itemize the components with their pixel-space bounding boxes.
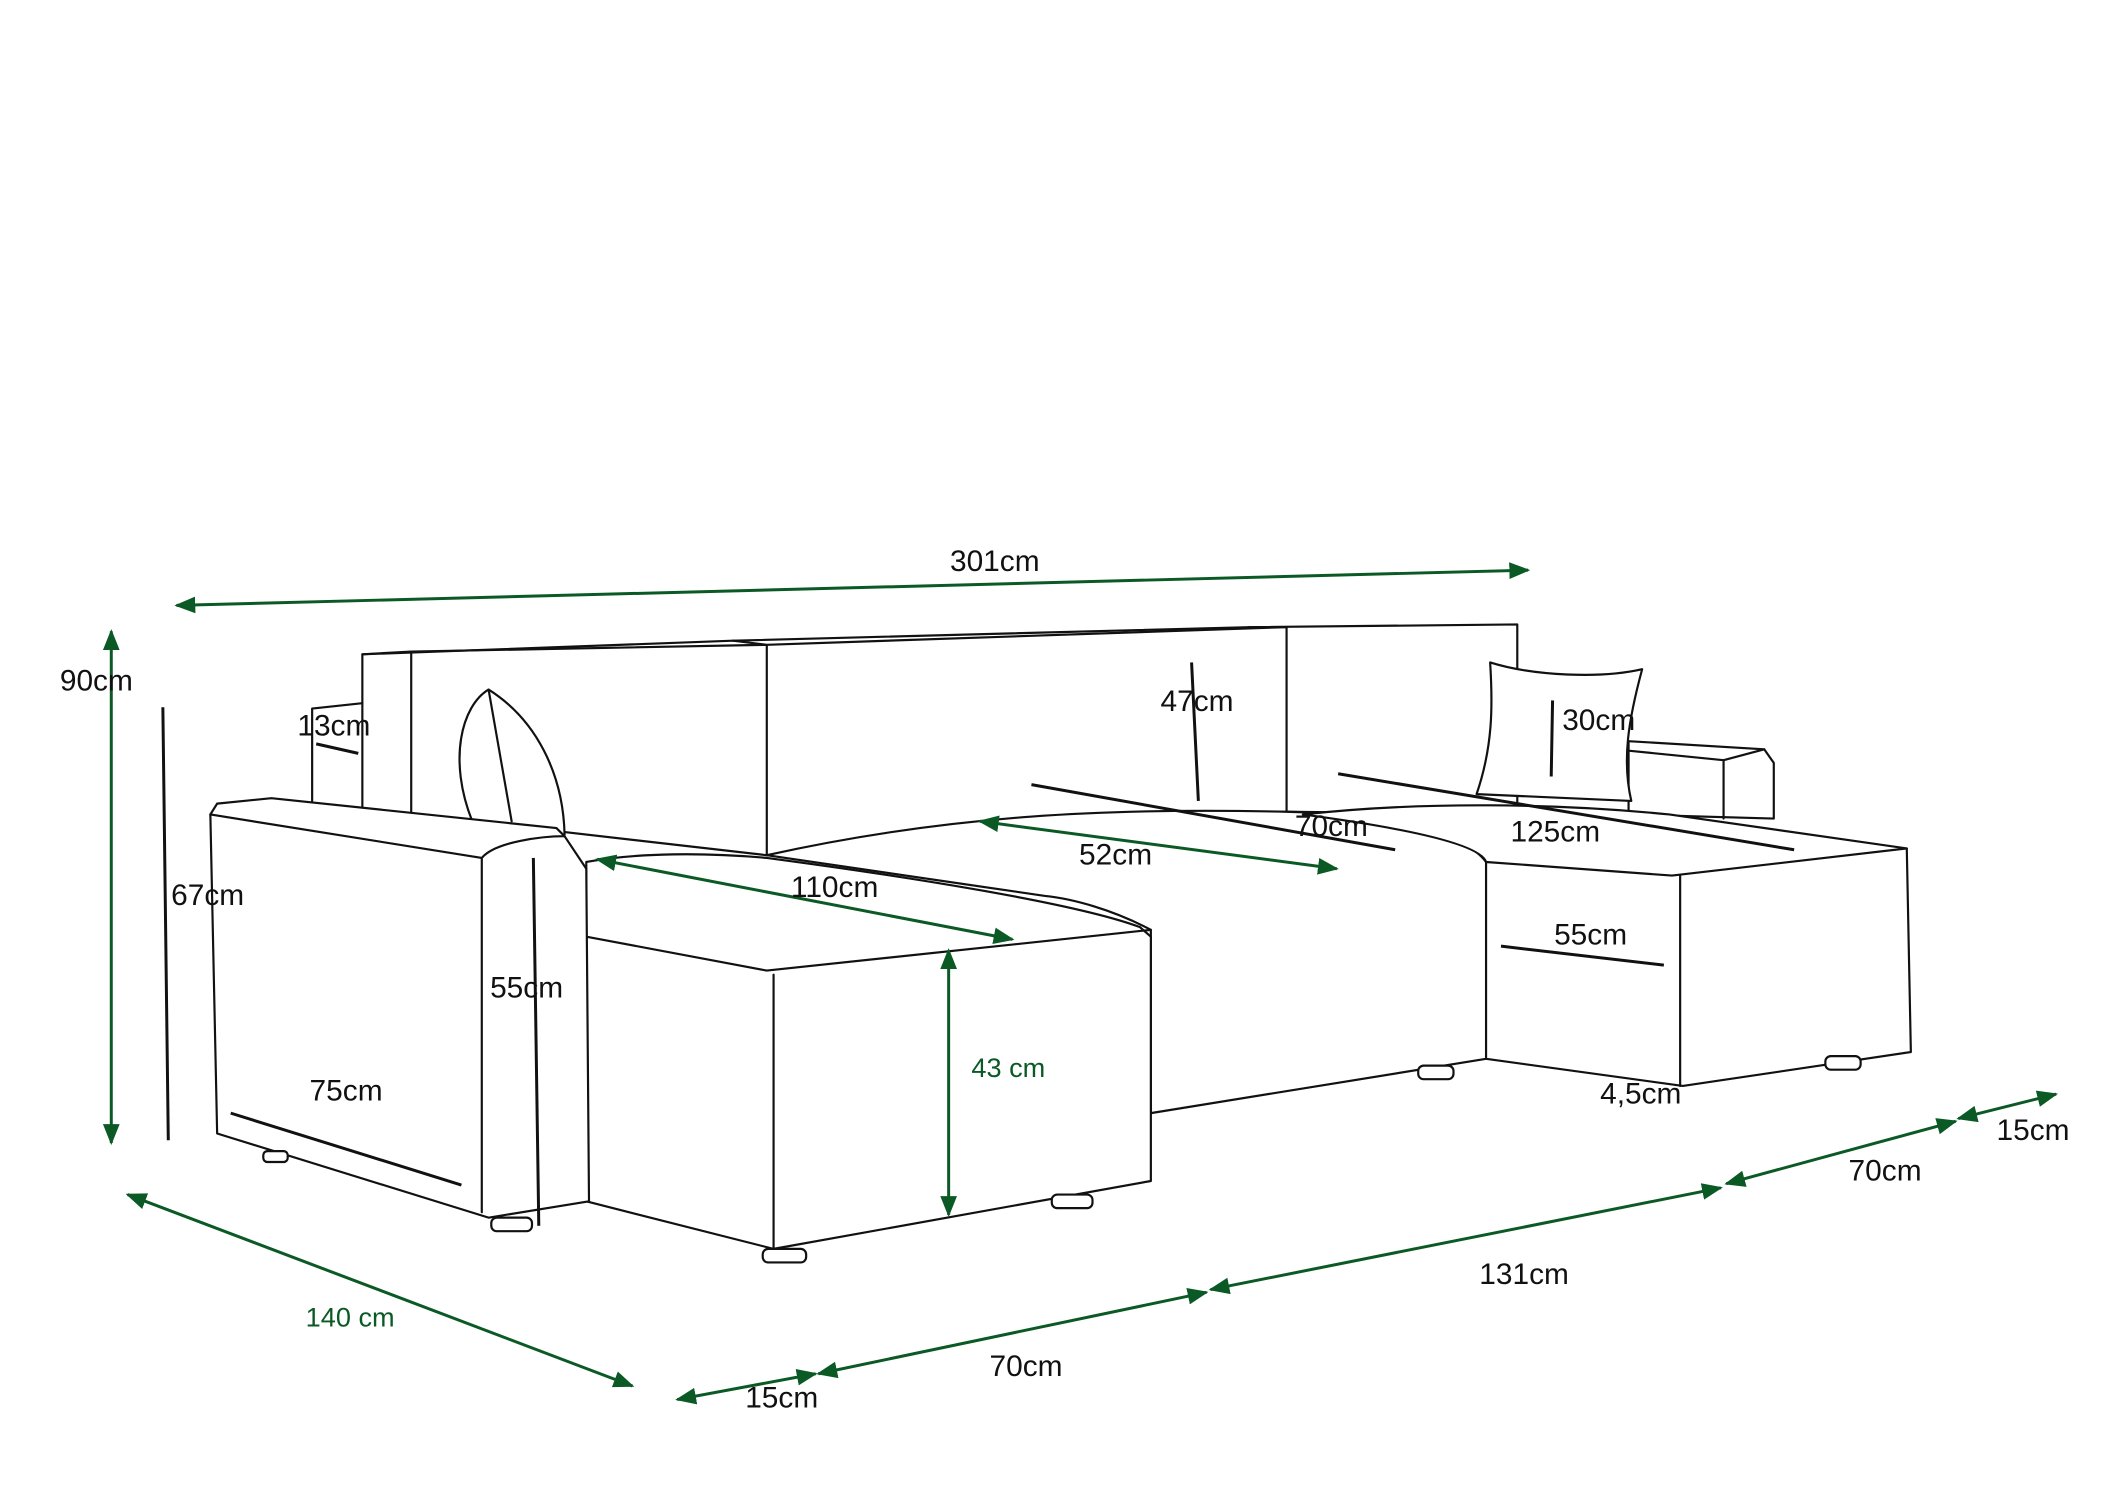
label-pillow-height: 30cm xyxy=(1562,704,1635,737)
label-seat-depth-middle: 70cm xyxy=(1295,810,1368,843)
sofa-drawing xyxy=(209,623,1912,1264)
label-armrest-depth: 75cm xyxy=(310,1075,383,1108)
label-total-width: 301cm xyxy=(950,545,1040,578)
label-total-depth: 140 cm xyxy=(306,1302,395,1333)
label-seat-height: 43 cm xyxy=(971,1052,1045,1083)
left-chaise xyxy=(585,853,1152,1250)
label-chaise-front-left: 55cm xyxy=(490,971,563,1004)
label-bottom-right-arm: 15cm xyxy=(1996,1114,2069,1147)
left-armrest xyxy=(209,797,591,1219)
label-bottom-right-chaise: 70cm xyxy=(1849,1155,1922,1188)
label-backrest-height: 47cm xyxy=(1160,685,1233,718)
label-armrest-height: 67cm xyxy=(171,879,244,912)
label-leg-height: 4,5cm xyxy=(1600,1077,1681,1110)
label-chaise-front-right: 55cm xyxy=(1554,919,1627,952)
left-back-armrest xyxy=(311,702,364,802)
label-bottom-left-arm: 15cm xyxy=(745,1381,818,1414)
label-bottom-left-chaise: 70cm xyxy=(989,1350,1062,1383)
label-total-height: 90cm xyxy=(60,665,133,698)
right-chaise xyxy=(1301,804,1912,1088)
label-seat-depth: 52cm xyxy=(1079,838,1152,871)
green-dimension-arrows xyxy=(102,562,2059,1405)
label-bottom-middle: 131cm xyxy=(1479,1258,1569,1291)
right-pillow xyxy=(1475,661,1644,802)
dimension-labels: 301cm 90cm 13cm 47cm 30cm 70cm 125cm 52c… xyxy=(60,545,2070,1414)
label-armrest-width: 13cm xyxy=(297,709,370,742)
label-chaise-length-left: 110cm xyxy=(791,871,878,904)
right-armrest xyxy=(1627,740,1775,820)
label-chaise-length-right: 125cm xyxy=(1510,815,1600,848)
